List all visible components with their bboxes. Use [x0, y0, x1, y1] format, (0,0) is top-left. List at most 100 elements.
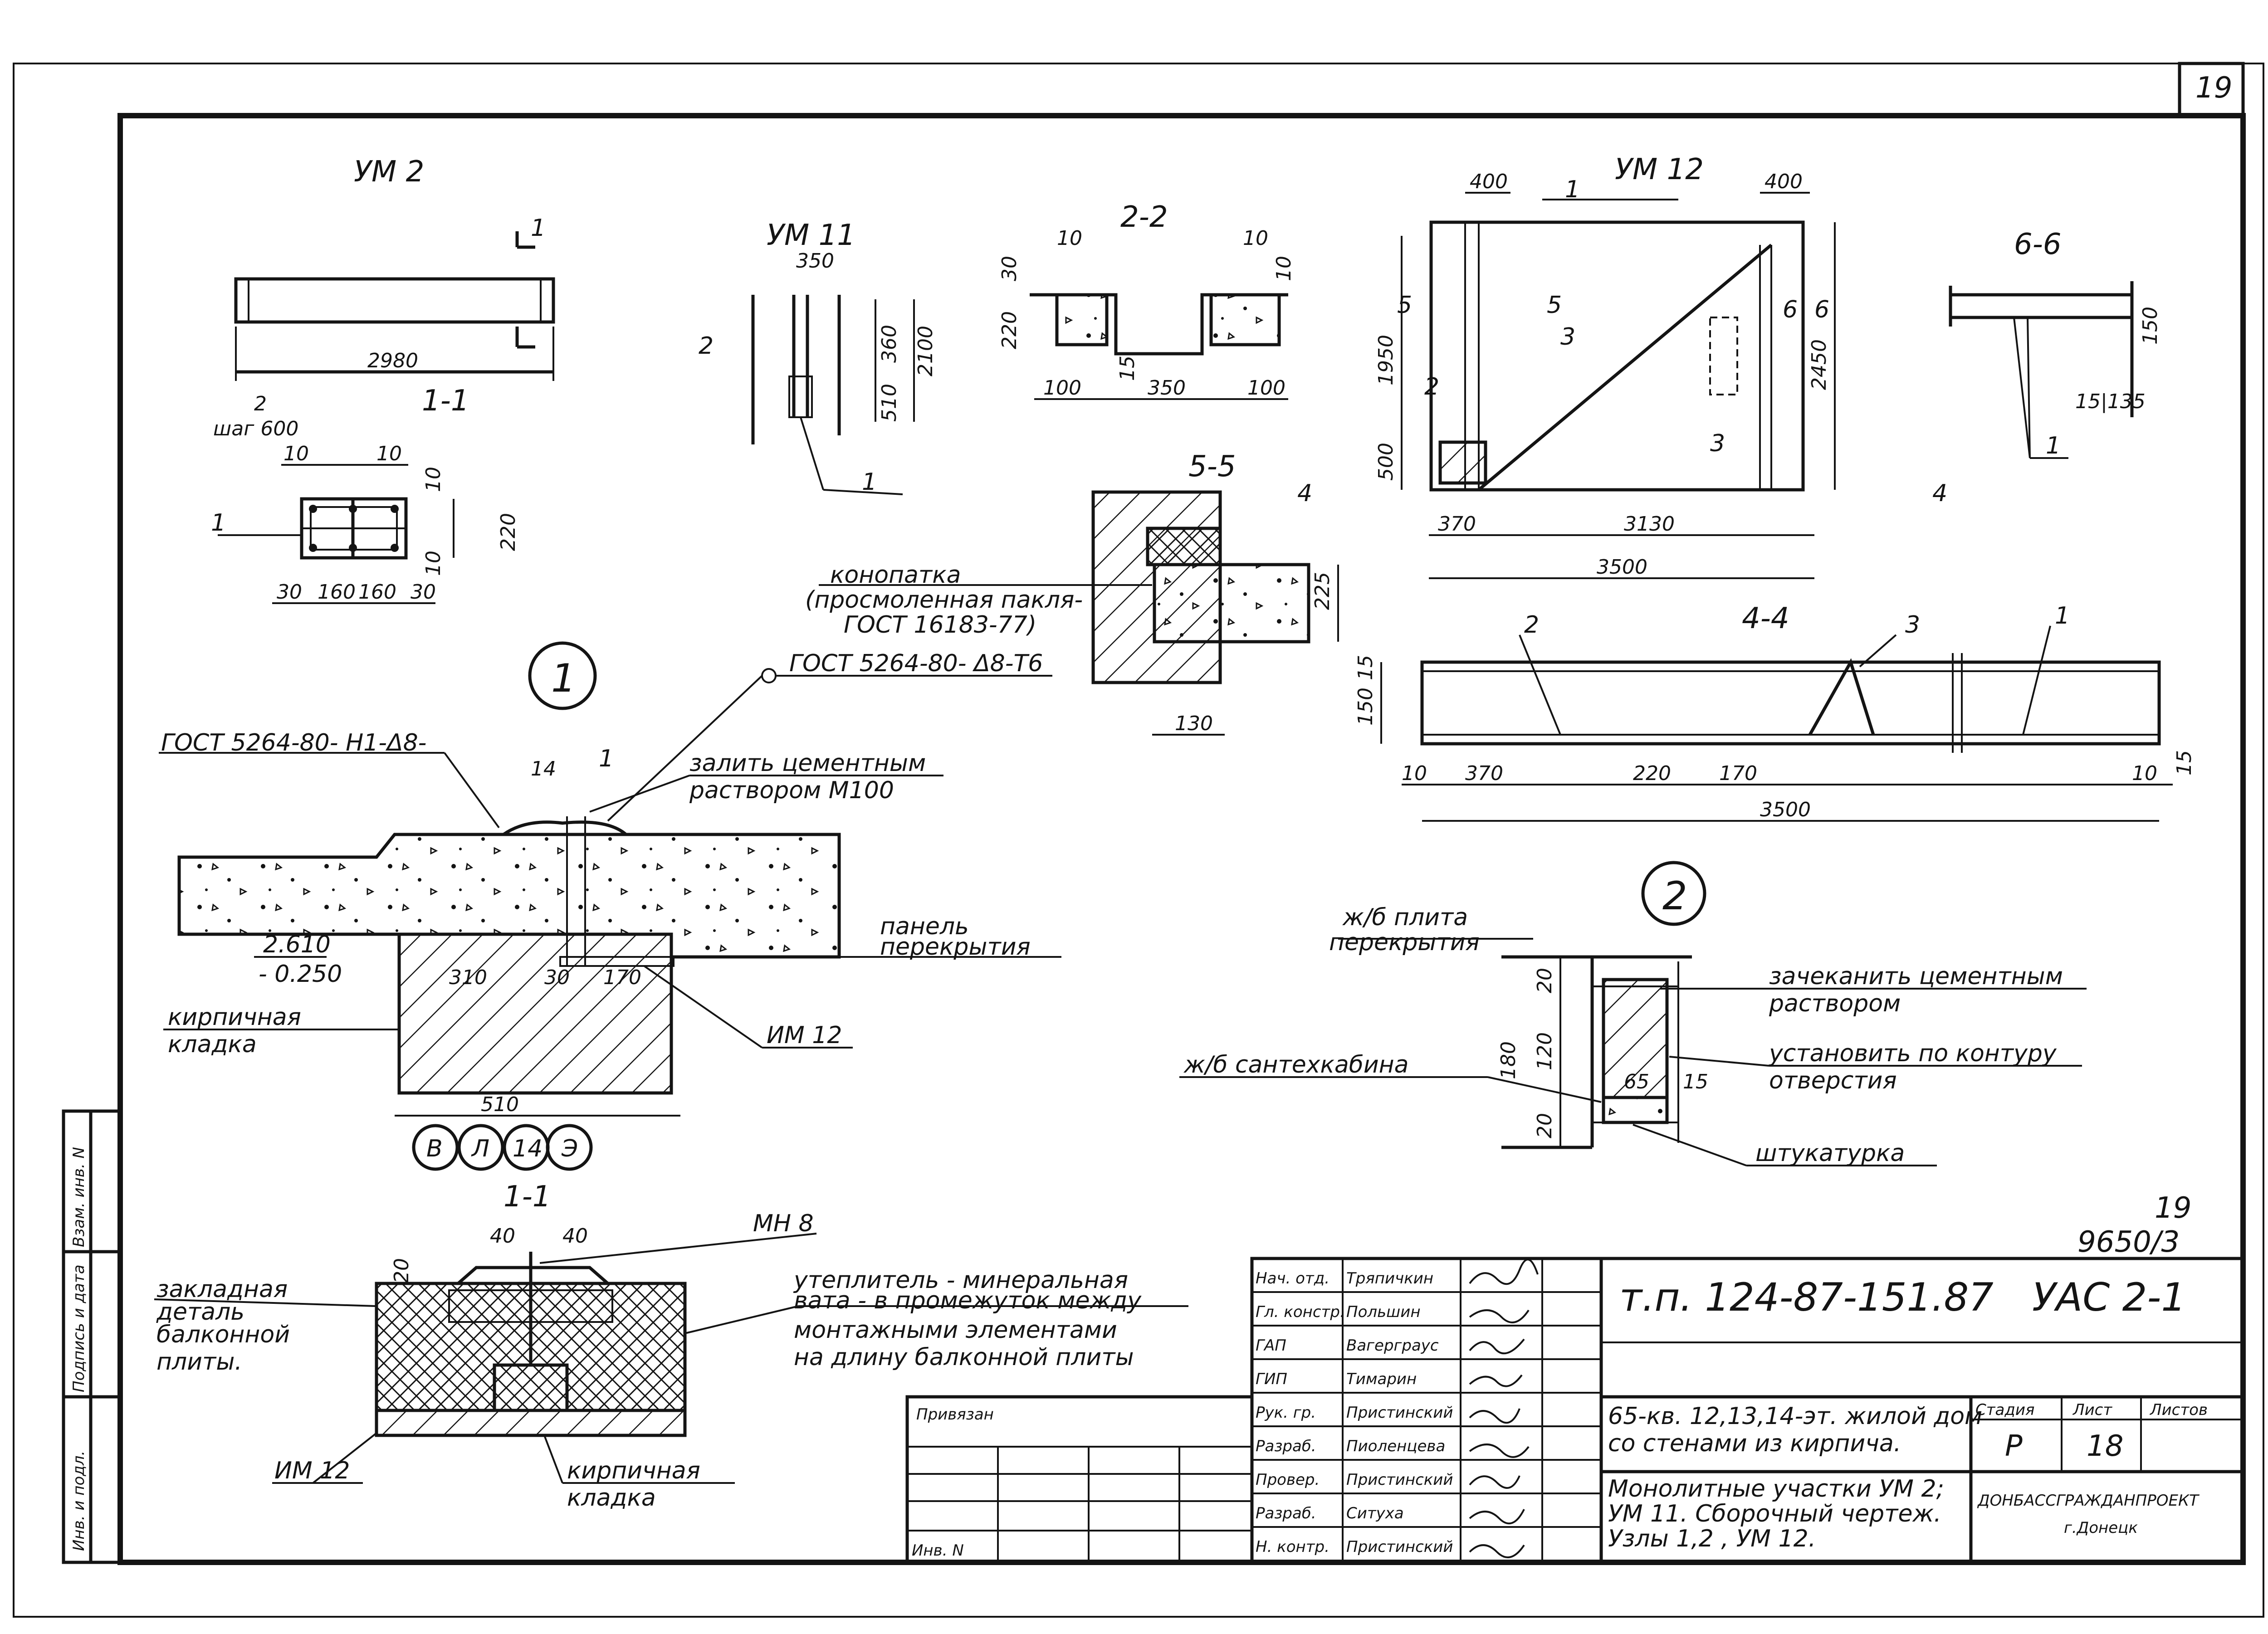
archive-code: 9650/3 — [2077, 1225, 2180, 1259]
tb-role-6: Провер. — [1256, 1471, 1320, 1489]
s44-total: 3500 — [1760, 798, 1811, 821]
um2-cut-title: 1-1 — [422, 384, 469, 418]
node1-brick: кирпичная — [168, 1004, 301, 1031]
s11b-brick: кирпичная — [567, 1457, 700, 1484]
s44-h150: 150 — [1354, 688, 1377, 726]
node1-axis-1: Л — [471, 1135, 489, 1162]
view-section-5-5: 5-5 225 130 конопатка (просмоленная пакл… — [805, 450, 1339, 736]
s22-bot-0: 100 — [1043, 376, 1081, 400]
s11t-bot-2: 160 — [358, 580, 396, 604]
tb-building: 65-кв. 12,13,14-эт. жилой дом — [1608, 1403, 1982, 1430]
sheet-frame: 19 — [13, 62, 2264, 1618]
node1-panel2: перекрытия — [880, 933, 1031, 961]
node2-install: установить по контуру — [1768, 1040, 2057, 1067]
s22-d15: 15 — [1116, 356, 1139, 381]
node1-brick2: кладка — [168, 1031, 257, 1058]
um12-pos3a: 3 — [1560, 323, 1575, 351]
tb-stage-h: Стадия — [1975, 1401, 2034, 1419]
um12-h2450: 2450 — [1808, 339, 1831, 390]
s44-pos3: 3 — [1905, 611, 1920, 639]
s11b-embedded: закладная — [156, 1276, 288, 1303]
s11t-step-label: 2 — [254, 392, 267, 415]
s11t-d10b: 10 — [376, 442, 402, 465]
node1-number: 1 — [551, 656, 576, 701]
um12-cut5-l: 5 — [1397, 292, 1412, 319]
s11b-insul4: на длину балконной плиты — [794, 1344, 1134, 1371]
um2-length: 2980 — [367, 349, 418, 372]
node1-mortar2: раствором М100 — [689, 777, 894, 804]
title-block: Привязан Инв. N Нач. отд. Тряпичкин Гл. … — [905, 1257, 2245, 1564]
s22-title: 2-2 — [1120, 200, 1168, 234]
view-um12: УМ 12 400 400 1950 500 2450 5 5 6 6 4 4 … — [1297, 153, 1947, 579]
um2-title: УМ 2 — [354, 155, 424, 189]
archive-stamp: 19 9650/3 — [2077, 1191, 2191, 1259]
s66-h: 150 — [2139, 307, 2162, 345]
side-stamp: Инв. и подл. Подпись и дата Взам. инв. N — [62, 1109, 122, 1564]
s22-d10b: 10 — [1243, 227, 1268, 250]
node1-d14: 14 — [531, 757, 556, 780]
s11t-step: шаг 600 — [213, 417, 298, 440]
node1-mortar: залить цементным — [689, 750, 926, 777]
tb-inv: Инв. N — [912, 1541, 964, 1560]
tb-doc-number: т.п. 124-87-151.87 — [1619, 1275, 1994, 1320]
view-section-2-2: 2-2 10 10 10 30 220 15 100 350 100 — [998, 200, 1295, 400]
tb-role-8: Н. контр. — [1256, 1538, 1330, 1556]
view-um2: УМ 2 2980 1 1-1 — [234, 155, 555, 418]
tb-building2: со стенами из кирпича. — [1608, 1430, 1901, 1457]
um12-h500: 500 — [1374, 443, 1398, 481]
node2-slab: ж/б плита — [1342, 904, 1468, 931]
node2-caulk: зачеканить цементным — [1769, 963, 2063, 990]
node2-slab2: перекрытия — [1329, 929, 1480, 956]
tb-name-1: Польшин — [1346, 1303, 1421, 1321]
tb-sheet: 18 — [2087, 1429, 2123, 1463]
tb-doc-code: УАС 2-1 — [2032, 1275, 2186, 1320]
signature-scribbles — [1469, 1258, 1539, 1558]
um12-d3130: 3130 — [1624, 512, 1675, 536]
s11t-d10c: 10 — [422, 467, 445, 492]
tb-name-4: Пристинский — [1346, 1404, 1453, 1422]
s44-bot-0: 10 — [1402, 762, 1427, 785]
archive-number: 19 — [2155, 1191, 2191, 1225]
s11t-d10d: 10 — [422, 551, 445, 576]
um12-d370: 370 — [1438, 512, 1476, 536]
um11-top: 350 — [796, 249, 834, 273]
tb-role-1: Гл. констр. — [1256, 1303, 1345, 1321]
node1-im12: ИМ 12 — [767, 1022, 842, 1049]
s11b-insul3: монтажными элементами — [794, 1317, 1117, 1344]
s11b-im12: ИМ 12 — [274, 1457, 350, 1484]
s55-caulk: конопатка — [830, 561, 961, 589]
s44-pos1: 1 — [2055, 602, 2070, 629]
um12-cut6-l: 6 — [1783, 296, 1798, 323]
s44-h15: 15 — [1354, 655, 1377, 680]
um12-w400b: 400 — [1765, 170, 1803, 193]
tb-role-3: ГИП — [1256, 1370, 1287, 1388]
s44-bot-2: 220 — [1633, 762, 1671, 785]
view-section-1-1-top: 2 шаг 600 1 10 10 10 220 10 30 160 160 3… — [211, 392, 520, 604]
s11t-height: 220 — [497, 513, 520, 551]
s11b-embedded4: плиты. — [156, 1348, 242, 1375]
tb-desc: Монолитные участки УМ 2; — [1608, 1475, 1944, 1502]
node1-gost-weld-a: ГОСТ 5264-80- Н1-Δ8- — [161, 729, 426, 756]
node2-cabin: ж/б сантехкабина — [1183, 1051, 1408, 1078]
sheet-number: 19 — [2195, 71, 2232, 105]
tb-name-6: Пристинский — [1346, 1471, 1453, 1489]
node1-lvl1: 2.610 — [263, 931, 331, 958]
tb-sheet-h: Лист — [2072, 1401, 2112, 1419]
s44-bot-4: 10 — [2132, 762, 2157, 785]
view-node-2: 2 ж/б плита перекрытия зачеканить цемент… — [1179, 861, 2087, 1167]
um12-pos3b: 3 — [1710, 430, 1725, 457]
node2-number: 2 — [1662, 873, 1687, 919]
tb-role-4: Рук. гр. — [1256, 1404, 1316, 1422]
node1-d170: 170 — [603, 966, 641, 989]
um11-h3: 510 — [878, 384, 901, 422]
um11-title: УМ 11 — [767, 219, 855, 252]
um12-cut4-r: 4 — [1932, 480, 1947, 507]
node1-d30: 30 — [544, 966, 570, 989]
um11-h2: 2100 — [914, 326, 937, 376]
s11b-d20: 20 — [390, 1258, 413, 1283]
s22-bot-2: 100 — [1247, 376, 1286, 400]
tb-name-0: Тряпичкин — [1346, 1269, 1433, 1288]
um12-cut5-r: 5 — [1547, 292, 1562, 319]
tb-name-7: Ситуха — [1346, 1504, 1404, 1522]
node2-d20b: 20 — [1533, 1113, 1556, 1138]
